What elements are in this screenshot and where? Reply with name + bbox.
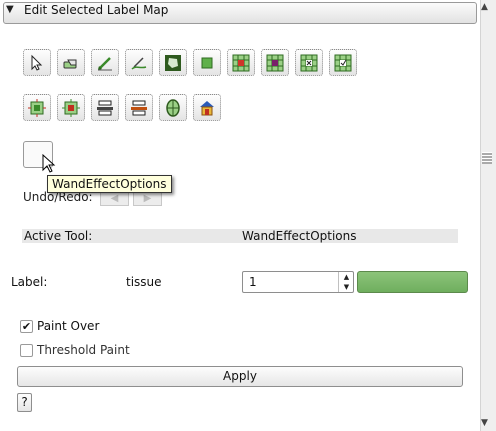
- undo-icon: ◀: [110, 192, 119, 204]
- make-model-icon: [131, 100, 147, 115]
- label-value-spinbox[interactable]: [242, 271, 354, 293]
- active-tool-value: WandEffectOptions: [242, 229, 357, 243]
- change-island-button[interactable]: [261, 49, 289, 76]
- threshold-effect-button[interactable]: [193, 94, 221, 121]
- label-caption: Label:: [11, 275, 48, 289]
- redo-icon: ▶: [143, 192, 152, 204]
- level-tracing-button[interactable]: [159, 49, 187, 76]
- threshold-paint-label[interactable]: Threshold Paint: [37, 343, 130, 357]
- change-label-icon: [97, 100, 113, 115]
- remove-islands-button[interactable]: [295, 49, 323, 76]
- dilate-label-button[interactable]: [57, 94, 85, 121]
- paint-over-checkbox[interactable]: ✔: [20, 320, 33, 333]
- change-label-button[interactable]: [91, 94, 119, 121]
- active-tool-row: [22, 229, 458, 243]
- erase-label-icon: [63, 59, 77, 68]
- help-button[interactable]: ?: [17, 393, 32, 412]
- erode-label-icon: [28, 98, 46, 117]
- grow-cut-icon: [166, 98, 180, 117]
- collapsible-header[interactable]: [3, 2, 477, 24]
- save-island-icon: [334, 54, 352, 71]
- active-tool-label: Active Tool:: [24, 229, 93, 243]
- spin-down-icon[interactable]: ▼: [338, 282, 354, 292]
- threshold-effect-icon: [200, 100, 214, 115]
- threshold-paint-checkbox[interactable]: [20, 344, 33, 357]
- label-name: tissue: [126, 275, 162, 289]
- level-tracing-icon: [165, 54, 181, 71]
- panel-title[interactable]: Edit Selected Label Map: [24, 3, 169, 17]
- mouse-pointer-icon: [42, 154, 56, 173]
- spin-up-icon[interactable]: ▲: [338, 272, 354, 282]
- paint-effect-icon: [98, 56, 112, 70]
- rectangle-effect-button[interactable]: [193, 49, 221, 76]
- vertical-scrollbar[interactable]: [480, 0, 496, 431]
- paint-over-label[interactable]: Paint Over: [37, 319, 100, 333]
- identify-islands-icon: [232, 54, 250, 71]
- undo-redo-label: Undo/Redo:: [23, 190, 93, 204]
- erode-label-button[interactable]: [23, 94, 51, 121]
- draw-effect-button[interactable]: [125, 49, 153, 76]
- draw-effect-icon: [131, 56, 147, 70]
- label-value[interactable]: 1: [249, 275, 257, 289]
- remove-islands-icon: [300, 54, 318, 71]
- scroll-down-icon[interactable]: ▼: [481, 418, 488, 428]
- default-tool-icon: [31, 54, 43, 71]
- rectangle-effect-icon: [201, 57, 213, 68]
- dilate-label-icon: [62, 98, 80, 117]
- change-island-icon: [266, 54, 284, 71]
- apply-button[interactable]: Apply: [17, 366, 463, 387]
- identify-islands-button[interactable]: [227, 49, 255, 76]
- tooltip: WandEffectOptions: [47, 175, 172, 193]
- paint-effect-button[interactable]: [91, 49, 119, 76]
- scroll-up-icon[interactable]: ▲: [481, 2, 488, 12]
- save-island-button[interactable]: [329, 49, 357, 76]
- default-tool-button[interactable]: [23, 49, 51, 76]
- label-color-swatch[interactable]: [357, 271, 468, 293]
- collapse-arrow-icon[interactable]: ▼: [6, 4, 14, 15]
- grow-cut-button[interactable]: [159, 94, 187, 121]
- scroll-grip-icon[interactable]: [482, 152, 492, 164]
- erase-label-button[interactable]: [57, 49, 85, 76]
- make-model-button[interactable]: [125, 94, 153, 121]
